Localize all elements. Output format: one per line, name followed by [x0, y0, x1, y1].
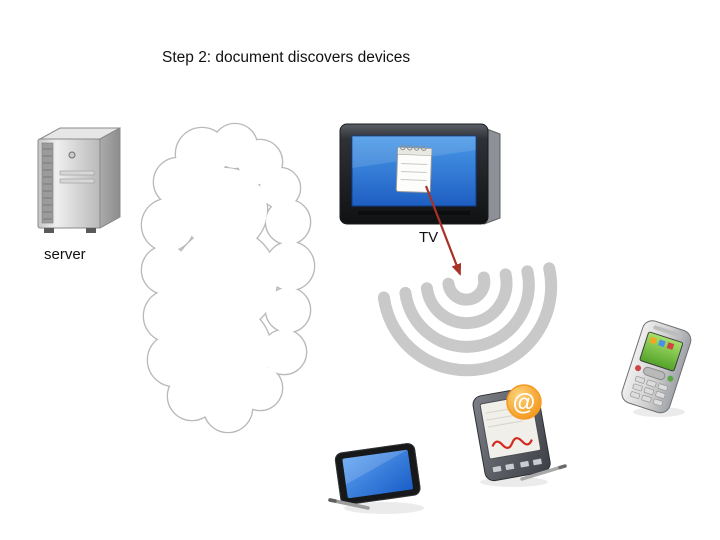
discovery-arrow	[424, 185, 462, 276]
phone-earpiece	[653, 325, 683, 338]
server-power-button	[68, 151, 76, 159]
tablet-stylus-tip	[328, 498, 337, 503]
tablet-icon	[328, 443, 424, 514]
pda-stylus-tip	[558, 464, 567, 470]
at-symbol: @	[513, 389, 535, 415]
server-vents	[43, 148, 52, 220]
tv-bottom-strip	[358, 211, 470, 215]
server-icon	[37, 127, 121, 233]
notepad-spiral	[400, 144, 427, 152]
phone-nav-button	[643, 366, 666, 381]
pda-stylus	[520, 464, 567, 481]
at-badge	[506, 384, 542, 420]
tv-label: TV	[419, 229, 439, 246]
tablet-body	[334, 443, 421, 505]
arrow-shaft	[424, 185, 462, 276]
server-label: server	[44, 246, 86, 263]
tv-icon	[339, 123, 501, 225]
pda-buttons	[491, 458, 543, 473]
phone-keypad	[629, 376, 668, 407]
phone-body	[621, 320, 692, 414]
phone-call-end-button	[635, 365, 642, 372]
document-icon	[395, 144, 433, 194]
tablet-screen-glare	[342, 449, 408, 485]
slide-title: Step 2: document discovers devices	[162, 49, 411, 66]
network-cloud	[140, 122, 316, 434]
phone-call-button	[667, 375, 674, 382]
server-body	[37, 127, 121, 233]
notepad-lines	[400, 163, 428, 181]
tablet-shadow	[344, 502, 424, 514]
pda-icon: @	[472, 384, 567, 487]
wifi-arcs	[377, 262, 558, 377]
smartphone-icon	[621, 320, 692, 417]
wifi-signal-icon	[377, 262, 558, 377]
tablet-screen	[342, 449, 413, 499]
pda-red-scribble	[491, 437, 533, 449]
